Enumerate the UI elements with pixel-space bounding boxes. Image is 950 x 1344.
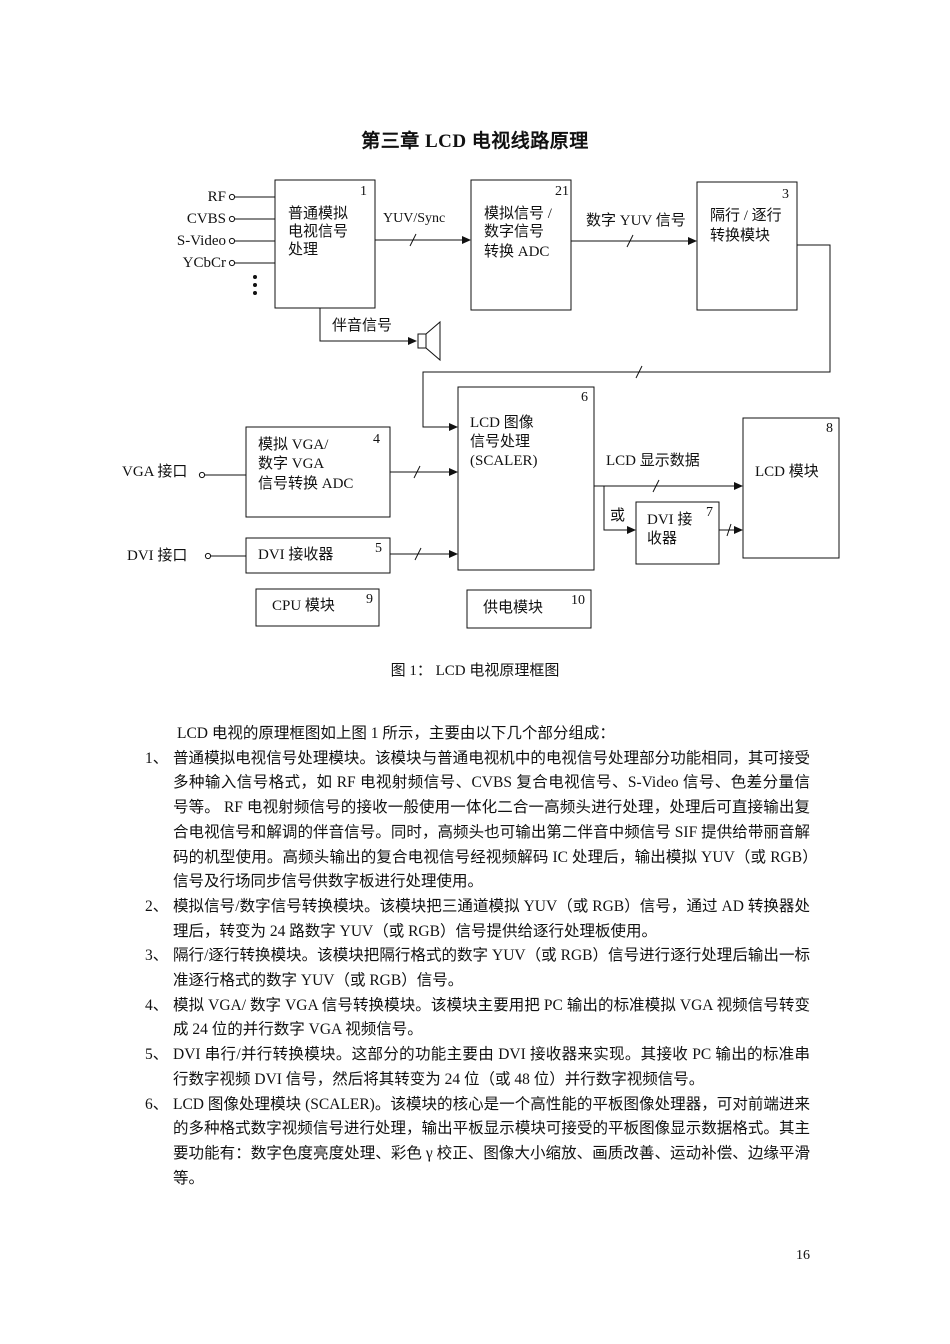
vga-port-label: VGA 接口 — [122, 463, 187, 480]
block-number: 6 — [581, 390, 588, 405]
block-10-power — [466, 589, 592, 629]
block-label: 数字 VGA — [258, 455, 324, 472]
list-item: 2、 模拟信号/数字信号转换模块。该模块把三通道模拟 YUV（或 RGB）信号，… — [145, 895, 810, 944]
body-text: LCD 电视的原理框图如上图 1 所示，主要由以下几个部分组成： 1、 普通模拟… — [145, 722, 810, 1191]
input-label-cvbs: CVBS — [187, 211, 226, 227]
list-item-text: DVI 串行/并行转换模块。这部分的功能主要由 DVI 接收器来实现。其接收 P… — [173, 1046, 810, 1088]
lcd-display-data-label: LCD 显示数据 — [606, 452, 700, 469]
block-label: 电视信号 — [288, 223, 348, 240]
list-item: 5、 DVI 串行/并行转换模块。这部分的功能主要由 DVI 接收器来实现。其接… — [145, 1043, 810, 1092]
figure-caption: 图 1： LCD 电视原理框图 — [390, 663, 560, 679]
port-connectors — [198, 471, 212, 560]
list-item: 1、 普通模拟电视信号处理模块。该模块与普通电视机中的电视信号处理部分功能相同，… — [145, 747, 810, 895]
block-label: 隔行 / 逐行 — [710, 207, 782, 224]
block-7-dvi-receiver — [635, 501, 720, 565]
list-item-number: 5、 — [145, 1046, 169, 1064]
block-label: (SCALER) — [470, 453, 538, 469]
intro-paragraph: LCD 电视的原理框图如上图 1 所示，主要由以下几个部分组成： — [177, 725, 615, 742]
more-inputs-dots — [253, 275, 257, 295]
or-label: 或 — [610, 507, 625, 524]
list-item-text: 模拟信号/数字信号转换模块。该模块把三通道模拟 YUV（或 RGB）信号，通过 … — [173, 897, 810, 940]
list-item-text: 模拟 VGA/ 数字 VGA 信号转换模块。该模块主要用把 PC 输出的标准模拟… — [173, 996, 810, 1039]
signal-labels: YUV/Sync 数字 YUV 信号 伴音信号 VGA 接口 DVI 接口 LC… — [122, 211, 700, 564]
block-8-lcd-module — [742, 417, 840, 559]
dvi-port-label: DVI 接口 — [127, 547, 187, 564]
lcd-tv-block-diagram: RF CVBS S-Video YCbCr 1 21 3 4 — [122, 179, 840, 629]
input-label-ycbcr: YCbCr — [183, 255, 226, 271]
chapter-title: 第三章 LCD 电视线路原理 — [361, 131, 589, 152]
audio-signal-label: 伴音信号 — [332, 317, 392, 334]
list-item-text: 隔行/逐行转换模块。该模块把隔行格式的数字 YUV（或 RGB）信号进行逐行处理… — [173, 947, 810, 990]
block-label: 模拟 VGA/ — [258, 436, 329, 453]
block-label: 转换 ADC — [484, 243, 549, 260]
block-3-deinterlace — [696, 181, 798, 311]
block-label: 转换模块 — [710, 227, 770, 244]
block-number: 3 — [782, 187, 789, 202]
block-label: 供电模块 — [483, 599, 543, 616]
block-label: 信号转换 ADC — [258, 475, 353, 492]
block-6-scaler — [457, 386, 595, 571]
list-item-number: 6、 — [145, 1095, 169, 1113]
block-number: 1 — [360, 184, 367, 199]
list-item-number: 4、 — [145, 996, 169, 1014]
list-item-number: 2、 — [145, 897, 169, 915]
block-number: 7 — [706, 505, 713, 520]
list-item-number: 3、 — [145, 947, 169, 965]
block-label: 收器 — [647, 530, 677, 547]
digital-yuv-label: 数字 YUV 信号 — [586, 212, 686, 229]
block-21-adc — [470, 179, 572, 311]
block-number: 10 — [571, 593, 585, 608]
block-label: 模拟信号 / — [484, 205, 553, 222]
list-item: 6、 LCD 图像处理模块 (SCALER)。该模块的核心是一个高性能的平板图像… — [145, 1093, 810, 1192]
block-number: 4 — [373, 432, 380, 447]
list-item: 4、 模拟 VGA/ 数字 VGA 信号转换模块。该模块主要用把 PC 输出的标… — [145, 994, 810, 1043]
block-numbers: 1 21 3 4 5 6 7 8 9 10 — [360, 184, 833, 608]
list-item-number: 1、 — [145, 749, 169, 767]
signal-wires — [205, 233, 831, 561]
block-number: 8 — [826, 421, 833, 436]
block-label: LCD 模块 — [755, 463, 819, 480]
block-label: DVI 接收器 — [258, 546, 333, 563]
block-label: 处理 — [288, 241, 318, 258]
block-1-tv-signal-processing — [274, 179, 376, 309]
block-label: 信号处理 — [470, 433, 530, 450]
list-item-text: 普通模拟电视信号处理模块。该模块与普通电视机中的电视信号处理部分功能相同，其可接… — [173, 749, 810, 891]
list-item: 3、 隔行/逐行转换模块。该模块把隔行格式的数字 YUV（或 RGB）信号进行逐… — [145, 944, 810, 993]
yuv-sync-label: YUV/Sync — [383, 211, 445, 226]
speaker-icon — [417, 320, 441, 362]
block-label: CPU 模块 — [272, 597, 335, 614]
block-labels: 普通模拟 电视信号 处理 模拟信号 / 数字信号 转换 ADC 隔行 / 逐行 … — [258, 205, 819, 616]
input-ports: RF CVBS S-Video YCbCr — [177, 189, 226, 271]
dvi-port-connector — [204, 552, 212, 560]
block-label: 普通模拟 — [288, 205, 348, 222]
vga-port-connector — [198, 471, 206, 479]
block-number: 9 — [366, 592, 373, 607]
input-connectors — [228, 193, 275, 267]
block-number: 5 — [375, 541, 382, 556]
block-label: DVI 接 — [647, 511, 692, 528]
input-label-rf: RF — [208, 189, 226, 205]
input-label-svideo: S-Video — [177, 233, 226, 249]
block-label: 数字信号 — [484, 223, 544, 240]
block-number: 21 — [555, 184, 569, 199]
component-list: 1、 普通模拟电视信号处理模块。该模块与普通电视机中的电视信号处理部分功能相同，… — [145, 747, 810, 1192]
list-item-text: LCD 图像处理模块 (SCALER)。该模块的核心是一个高性能的平板图像处理器… — [173, 1095, 810, 1187]
block-9-cpu — [255, 588, 380, 627]
block-label: LCD 图像 — [470, 414, 534, 431]
page-number: 16 — [796, 1248, 810, 1263]
